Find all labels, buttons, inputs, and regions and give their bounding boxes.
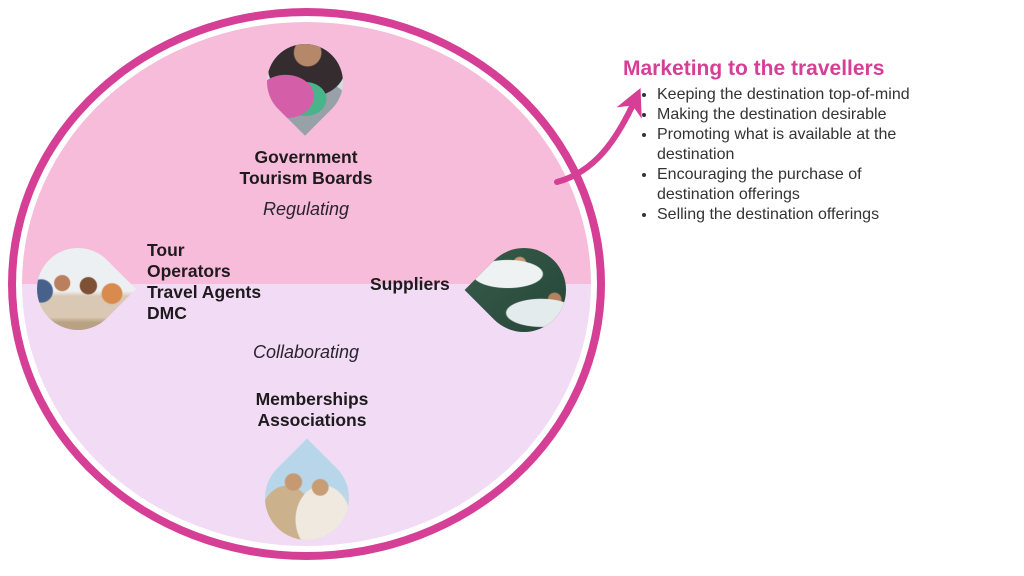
bullet-item: Keeping the destination top-of-mind: [657, 85, 925, 105]
bullet-item: Encouraging the purchase of destination …: [657, 165, 925, 205]
marketing-bullet-list: Keeping the destination top-of-mind Maki…: [623, 85, 925, 225]
memberships-associations-label: Memberships Associations: [255, 389, 369, 430]
collaborating-label: Collaborating: [252, 342, 360, 362]
regulating-label: Regulating: [262, 199, 350, 219]
marketing-panel: Marketing to the travellers Keeping the …: [623, 57, 933, 225]
tour-operators-travel-agents-dmc-label: Tour Operators Travel Agents DMC: [147, 240, 262, 323]
suppliers-label: Suppliers: [370, 274, 450, 294]
bullet-item: Promoting what is available at the desti…: [657, 125, 925, 165]
panel-title: Marketing to the travellers: [623, 57, 885, 80]
government-tourism-boards-label: Government Tourism Boards: [239, 147, 373, 188]
bullet-item: Selling the destination offerings: [657, 205, 925, 225]
bullet-item: Making the destination desirable: [657, 105, 925, 125]
